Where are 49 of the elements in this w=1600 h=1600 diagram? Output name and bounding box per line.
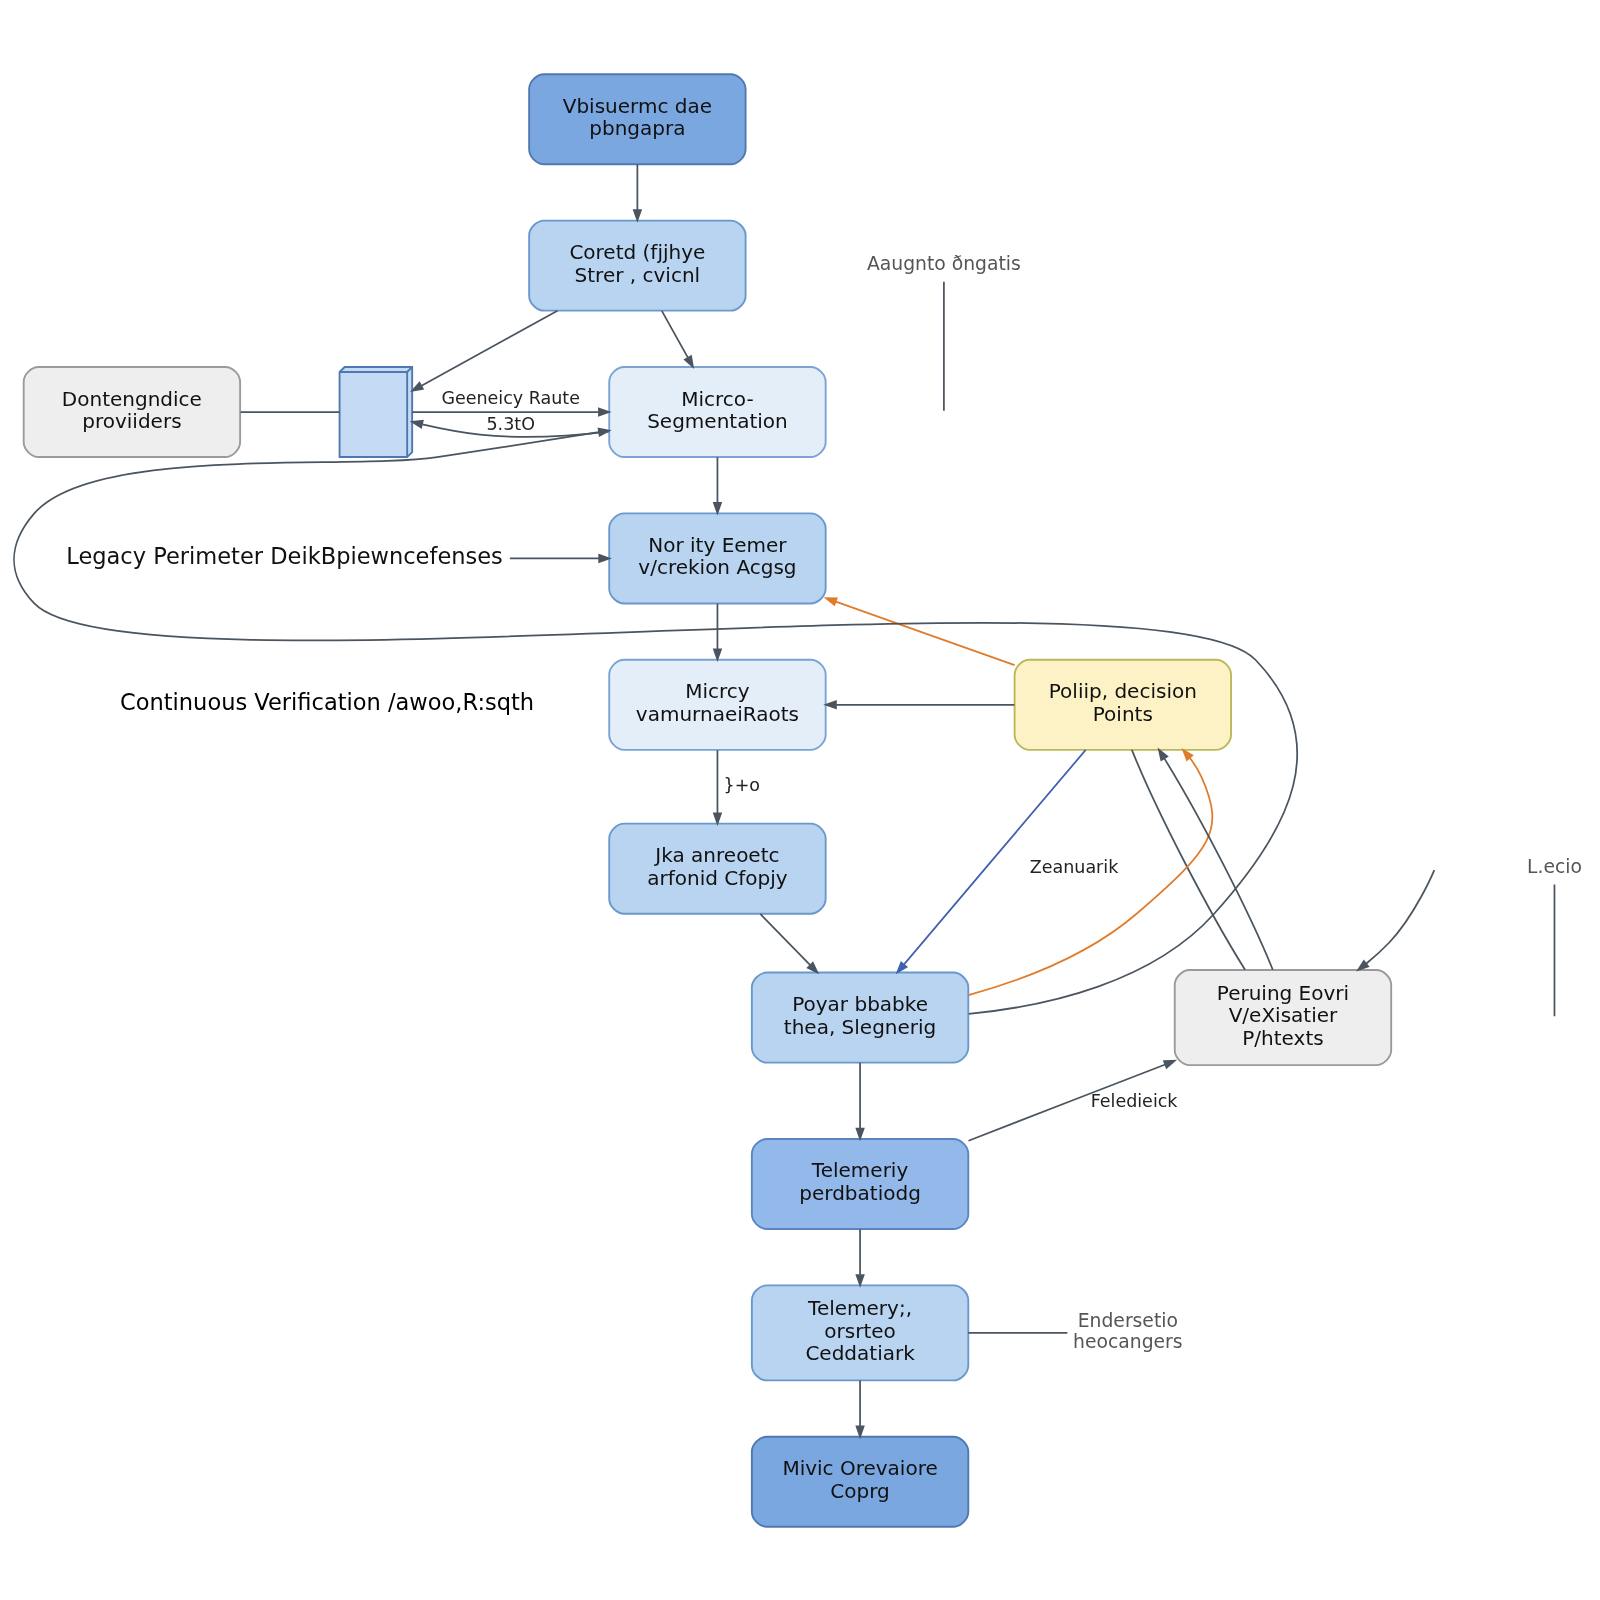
arrow (1355, 868, 1435, 972)
arrow (411, 406, 612, 417)
arrow (409, 419, 610, 438)
arrow (409, 309, 558, 392)
arrow (12, 427, 1298, 1015)
edge-label: 5.3tO (485, 413, 535, 434)
node-text: Legacy Perimeter DeikBpiewncefenses (65, 542, 503, 569)
arrow (712, 748, 722, 826)
edge-label: Zeanuarik (1029, 856, 1118, 877)
edge-label: Geeneicy Raute (440, 387, 580, 408)
label: Continuous Verification /awoo,R:sqth (119, 688, 534, 715)
arrow (822, 699, 1015, 710)
arrow (854, 1061, 865, 1141)
arrow (854, 1379, 865, 1439)
node-box: Coretd (fjjhye Strer , cvicnl (527, 219, 747, 312)
node-box: Telemeriy perdbatiodg (750, 1137, 969, 1230)
node-text: Endersetio heocangers (1072, 1309, 1183, 1352)
node-box: Poyar bbabke thea, Slegnerig (750, 971, 969, 1064)
edge-label: Feledieick (1090, 1090, 1178, 1111)
connector (1553, 883, 1555, 1017)
node-box: Jka anreoetc arfonid Cfopjy (607, 822, 827, 915)
arrow (854, 1227, 865, 1288)
connector (942, 280, 945, 412)
node-box: Nor ity Eemer v/crekion Acgsg (607, 511, 827, 604)
arrow (758, 912, 819, 974)
node-box: Micrco- Segmentation (607, 365, 827, 458)
arrow (660, 309, 694, 369)
node-text: Aaugnto ðngatis (866, 252, 1021, 274)
node-box: Dontengndice proviiders (22, 365, 241, 458)
node-box: Mivic Orevaiore Coprg (750, 1435, 969, 1528)
connector (1130, 748, 1246, 971)
connector (239, 410, 340, 413)
arrow (712, 602, 722, 662)
node-box: Vbisuermc dae pbngapra (527, 72, 747, 165)
arrow (508, 553, 612, 563)
node-box: Poliip, decision Points (1013, 658, 1232, 751)
edge-label: }+o (723, 774, 760, 795)
node-box: Peruing Eovri V/eXisatier P/htexts (1173, 968, 1392, 1066)
arrow (895, 748, 1087, 974)
arrow (967, 747, 1213, 996)
node-text: L.ecio (1526, 855, 1582, 877)
arrow (823, 596, 1015, 666)
node-box: Telemery;, orsrteo Ceddatiark (750, 1283, 969, 1381)
arrow (1157, 747, 1274, 971)
arrow (967, 1059, 1177, 1142)
arrow (632, 163, 642, 223)
node-box: Micrcy vamurnaeiRaots (607, 658, 827, 751)
connector (966, 1331, 1068, 1334)
arrow (712, 455, 722, 516)
